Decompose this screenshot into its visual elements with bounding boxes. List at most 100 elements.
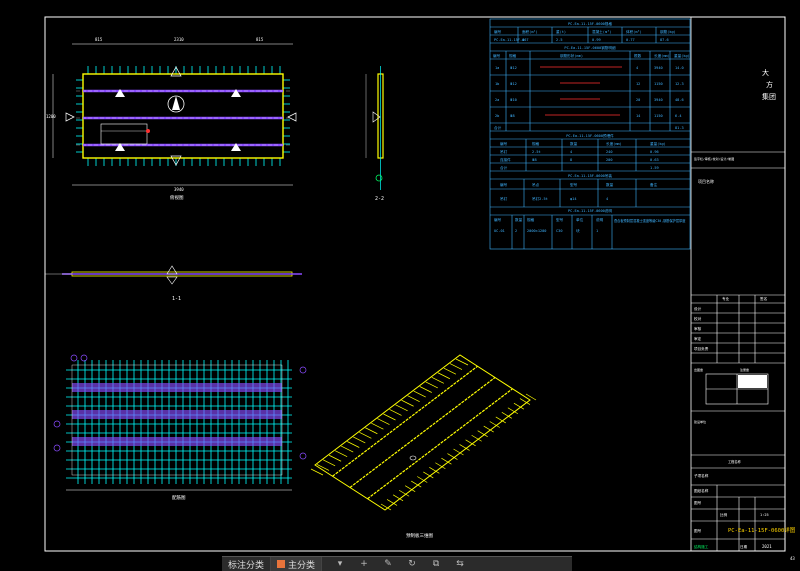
table-cell: 吊钉	[500, 196, 508, 201]
table-title: PC-Ea-11-15F-0600钢筋明细	[564, 45, 616, 50]
table-header: 规格	[509, 53, 517, 58]
table-header: 钢筋(kg)	[660, 29, 676, 34]
table-cell: 2.5	[556, 38, 563, 42]
table-cell: 4	[570, 150, 572, 154]
table-cell: 1a	[495, 66, 499, 70]
table-cell: Ⅲ8	[510, 114, 515, 118]
table-cell: 1150	[654, 82, 663, 86]
table-cell: 2b	[495, 114, 499, 118]
tb-field: 工程名称	[728, 459, 742, 464]
table-header: 重量(kg)	[674, 53, 690, 58]
tab-annotation-category[interactable]: 标注分类	[222, 557, 272, 571]
table-cell: 2.5t	[532, 150, 541, 154]
table-title: PC-Ea-11-15F-0600规格	[568, 21, 612, 26]
table-cell: 0.96	[650, 150, 659, 154]
table-cell: 81.3	[675, 126, 684, 130]
table-header: 型号	[556, 217, 564, 222]
iso-title: 预制板三维图	[406, 532, 433, 539]
flip-icon[interactable]: ⇆	[456, 559, 464, 569]
table-cell: 1b	[495, 82, 499, 86]
table-header: 编号	[494, 29, 502, 34]
table-cell: 连接件	[500, 157, 511, 162]
rebar-shape-sketches	[540, 66, 622, 116]
table-cell: 87.6	[660, 38, 669, 42]
table-header: 重(t)	[556, 29, 566, 34]
table-cell: 2000×1200	[527, 229, 546, 233]
table-cell: 吊钉2.5t	[532, 196, 548, 201]
table-header: 规格	[527, 217, 535, 222]
table-header: 数量	[515, 217, 523, 222]
table-cell: 14.0	[675, 66, 684, 70]
sheet-code: 结构施工	[694, 544, 709, 549]
copy-icon[interactable]: ⧉	[432, 559, 440, 569]
plan-title: 俯视图	[170, 194, 184, 201]
section-2-2: 2-2	[365, 66, 384, 202]
company-name-line-2: 方	[766, 80, 773, 89]
tb-field: 子项名称	[694, 473, 709, 478]
isometric-view: 预制板三维图	[310, 354, 537, 539]
table-cell: 1.59	[650, 166, 659, 170]
table-header: 数量	[570, 141, 578, 146]
tab-main-category-label: 主分类	[288, 560, 316, 571]
drawing-no-label: 图号	[694, 528, 702, 533]
tab-annotation-category-label: 标注分类	[228, 560, 265, 571]
sign-note: 签字栏/审核/校对/设计/制图	[694, 156, 734, 161]
table-cell: C30	[556, 229, 563, 233]
date-value: 2021	[762, 544, 772, 549]
table-cell: 4	[606, 197, 608, 201]
table-cell: 2	[515, 229, 517, 233]
table-cell: 块	[576, 228, 580, 233]
table-cell: φ14	[570, 197, 577, 201]
table-cell: 合计	[494, 125, 502, 130]
tab-main-category[interactable]: 主分类	[271, 557, 323, 571]
project-label: 项目名称	[698, 178, 714, 184]
table-cell: PC-Ea-11-15F-06	[494, 38, 526, 42]
scale-label: 比例	[720, 512, 728, 517]
layout-status-bar: 标注分类 主分类 ▾ + ✎ ↻ ⧉ ⇆	[222, 556, 572, 571]
rebar-plan: 配筋图	[53, 354, 307, 501]
table-header: 根数	[634, 53, 642, 58]
plan-dim-bottom: 3940	[174, 187, 184, 192]
table-cell: 1	[596, 229, 598, 233]
table-header: 面积(m²)	[522, 29, 538, 34]
plan-view: 815 2310 815 3940 1200 俯视图	[46, 37, 297, 201]
table-header: 钢筋形状(mm)	[560, 53, 583, 58]
table-cell: 12	[636, 82, 640, 86]
table-cell: 3940	[654, 98, 663, 102]
table-cell: 48.6	[675, 98, 684, 102]
table-cell: Ⅲ8	[532, 158, 537, 162]
rotate-icon[interactable]: ↻	[408, 559, 416, 569]
pencil-icon[interactable]: ✎	[384, 559, 392, 569]
table-cell: 20	[636, 98, 640, 102]
table-title: PC-Ea-11-15F-0600预埋件	[566, 133, 614, 138]
table-cell: 0.77	[626, 38, 635, 42]
plan-dim-top-c: 815	[256, 37, 264, 42]
tb-field: 图号	[694, 500, 702, 505]
table-cell: Ⅲ12	[510, 66, 517, 70]
table-header: 混凝土(m³)	[592, 29, 611, 34]
table-cell: 1150	[654, 114, 663, 118]
table-cell: 4	[636, 66, 638, 70]
table-header: 编号	[494, 217, 502, 222]
table-cell: 200	[606, 158, 613, 162]
drawing-number: PC-Ea-11-15F-0600详图	[728, 526, 796, 534]
page-number: 43	[790, 556, 795, 561]
section-2-2-label: 2-2	[375, 196, 384, 202]
plan-dim-top-b: 2310	[174, 37, 184, 42]
scale-value: 1:25	[760, 513, 769, 517]
section-1-1-label: 1-1	[172, 296, 181, 302]
sign-header: 签名	[760, 296, 768, 301]
company-name-line-3: 集团	[762, 92, 776, 101]
rebar-plan-title: 配筋图	[172, 494, 186, 501]
table-header: 体积(m³)	[626, 29, 642, 34]
table-header: 单位	[576, 217, 584, 222]
company-name-line-1: 大	[762, 68, 769, 77]
category-color-swatch	[277, 560, 286, 568]
table-header: 长度(mm)	[606, 141, 622, 146]
table-cell: Ⅲ10	[510, 98, 517, 102]
add-icon[interactable]: +	[360, 559, 368, 569]
table-cell: 240	[606, 150, 613, 154]
table-cell: Ⅲ12	[510, 82, 517, 86]
dropdown-icon[interactable]: ▾	[337, 559, 343, 569]
